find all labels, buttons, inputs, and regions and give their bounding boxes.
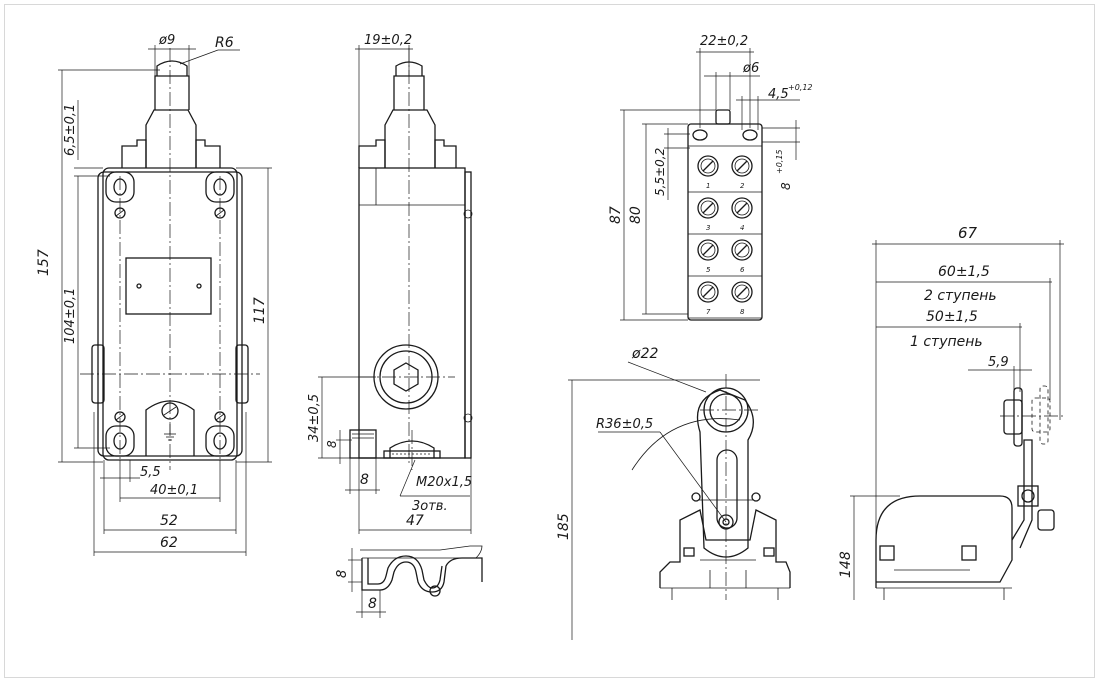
bracket-h: 8 xyxy=(335,570,350,578)
terminal-screw-slot xyxy=(702,160,714,172)
terminal-number: 3 xyxy=(706,224,710,232)
stage-w-stage2: 60±1,5 xyxy=(938,264,990,280)
side-depth: 47 xyxy=(406,513,424,529)
terminal-number: 5 xyxy=(706,266,711,274)
terminal-screw-slot xyxy=(736,160,748,172)
term-h-total: 87 xyxy=(608,206,624,224)
front-h-total: 157 xyxy=(36,249,52,276)
front-h-body: 117 xyxy=(252,297,268,324)
terminal-screw-head xyxy=(734,284,750,300)
stage-view: 67 60±1,5 2 ступень 50±1,5 1 ступень 5,9… xyxy=(838,224,1064,600)
terminal-screw xyxy=(731,197,753,219)
front-w-holes: 40±0,1 xyxy=(150,483,198,498)
terminal-screw-slot xyxy=(736,244,748,256)
stage-w-small: 5,9 xyxy=(988,355,1009,370)
terminal-screw xyxy=(731,239,753,261)
lever-r-arc: R36±0,5 xyxy=(596,417,653,432)
bracket-view: 8 8 xyxy=(335,545,483,618)
front-h-holes: 104±0,1 xyxy=(63,288,78,344)
terminal-number: 2 xyxy=(740,182,745,190)
terminal-screw-head xyxy=(734,200,750,216)
terminal-view: 1 2 3 4 5 6 7 8 22±0,2 ø6 4,5 +0,12 87 80 5,5±0… xyxy=(608,34,813,321)
terminal-screw-head xyxy=(734,242,750,258)
terminal-screw-slot xyxy=(702,286,714,298)
side-holes-note: 3отв. xyxy=(412,499,448,514)
term-d-hole: ø6 xyxy=(742,61,759,76)
stage-w-total: 67 xyxy=(958,224,978,242)
terminal-number: 6 xyxy=(740,266,745,274)
lever-view: ø22 R36±0,5 185 xyxy=(556,346,791,640)
terminal-screw-slot xyxy=(736,286,748,298)
terminal-screw-head xyxy=(700,158,716,174)
stage-h-total: 148 xyxy=(838,551,854,578)
terminal-number: 8 xyxy=(740,308,745,316)
terminal-screw xyxy=(731,155,753,177)
bracket-w: 8 xyxy=(368,596,377,612)
terminal-grid: 1 2 3 4 5 6 7 8 xyxy=(688,155,762,319)
side-h-port: 34±0,5 xyxy=(307,394,322,442)
drawing-frame xyxy=(4,4,1095,678)
side-h-small: 8 xyxy=(325,440,339,448)
lever-d-roller: ø22 xyxy=(631,346,658,362)
term-w-slot-tol: +0,12 xyxy=(788,83,813,92)
front-d-pin: ø9 xyxy=(158,33,175,48)
terminal-screw-slot xyxy=(736,202,748,214)
side-w-top: 19±0,2 xyxy=(364,33,412,48)
terminal-screw xyxy=(731,281,753,303)
term-h-slot-tol: +0,15 xyxy=(775,149,784,174)
terminal-screw-head xyxy=(734,158,750,174)
front-w-mid: 52 xyxy=(160,513,178,529)
front-view: ø9 R6 157 6,5±0,1 104±0,1 117 5,5 40±0,1… xyxy=(36,33,272,556)
front-w-slot: 5,5 xyxy=(140,465,161,480)
term-h-pitch: 5,5±0,2 xyxy=(653,148,667,196)
term-w-slot: 4,5 xyxy=(768,87,789,102)
terminal-screw xyxy=(697,155,719,177)
terminal-number: 1 xyxy=(706,182,710,190)
front-w-total: 62 xyxy=(160,535,178,551)
term-w-top: 22±0,2 xyxy=(700,34,748,49)
terminal-screw-head xyxy=(700,200,716,216)
stage-w-stage1: 50±1,5 xyxy=(926,309,978,325)
terminal-number: 4 xyxy=(740,224,744,232)
terminal-screw-slot xyxy=(702,244,714,256)
side-view: 19±0,2 34±0,5 8 8 M20x1,5 3отв. 47 xyxy=(307,33,473,534)
terminal-screw-head xyxy=(700,242,716,258)
terminal-screw xyxy=(697,197,719,219)
terminal-screw xyxy=(697,281,719,303)
term-h-mid: 80 xyxy=(628,206,644,224)
stage-stage2-label: 2 ступень xyxy=(924,288,997,304)
side-thread: M20x1,5 xyxy=(416,475,472,490)
terminal-screw xyxy=(697,239,719,261)
side-w-small: 8 xyxy=(360,472,369,488)
terminal-screw-slot xyxy=(702,202,714,214)
terminal-screw-head xyxy=(700,284,716,300)
stage-stage1-label: 1 ступень xyxy=(910,334,983,350)
term-h-slot: 8 xyxy=(779,182,793,190)
terminal-number: 7 xyxy=(706,308,711,316)
front-h-top: 6,5±0,1 xyxy=(63,104,78,156)
front-r-tip: R6 xyxy=(215,35,234,51)
lever-h-total: 185 xyxy=(556,513,572,540)
